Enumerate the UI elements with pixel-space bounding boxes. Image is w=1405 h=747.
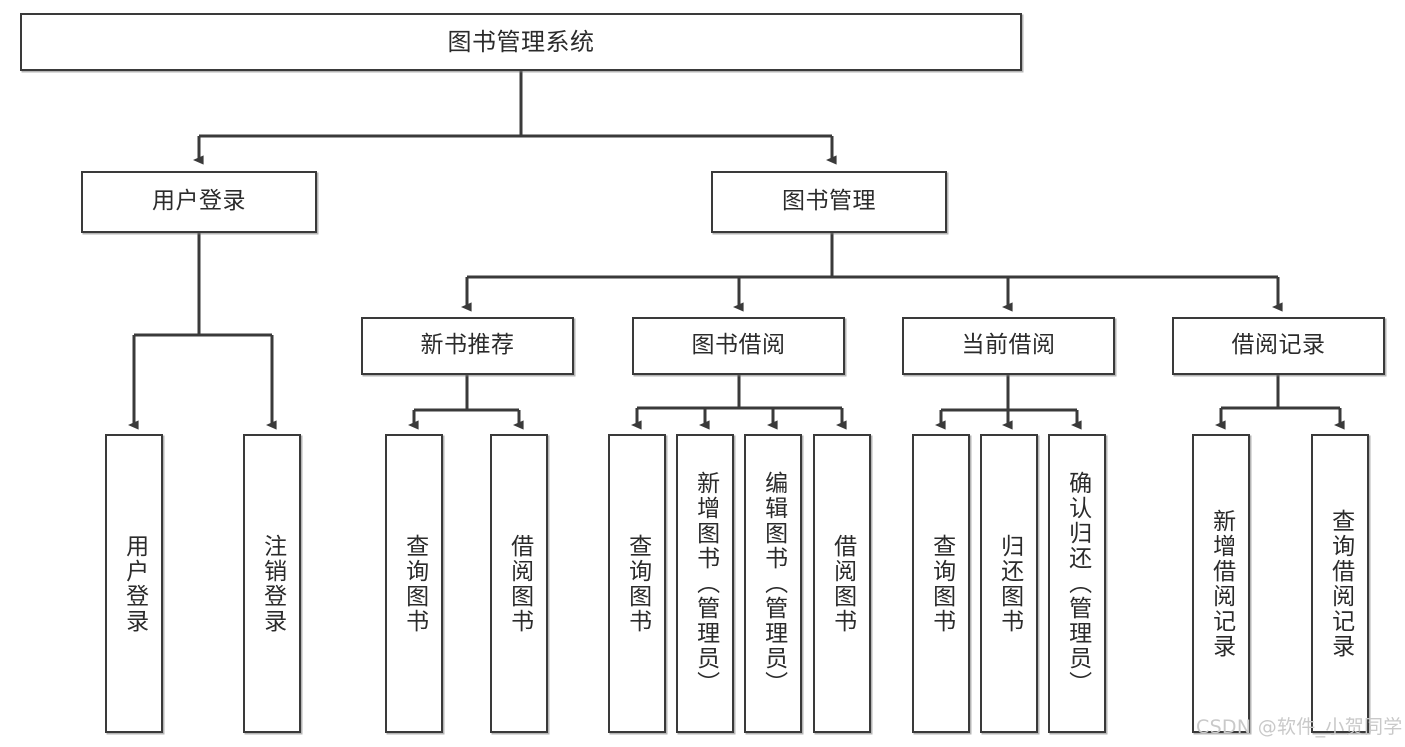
node-leaf-query-books-borrow[interactable]: 查询图书 [608,434,666,733]
node-leaf-return-books[interactable]: 归还图书 [980,434,1038,733]
node-label: 归还图书 [996,533,1023,634]
node-label: 借阅图书 [506,533,533,634]
watermark-text: CSDN @软件_小贺同学 [1196,716,1403,738]
node-root-book-management-system[interactable]: 图书管理系统 [20,13,1022,71]
node-label: 借阅图书 [829,533,856,634]
node-label: 新增图书（管理员） [692,471,719,696]
node-leaf-query-books-recommend[interactable]: 查询图书 [385,434,443,733]
node-label: 查询图书 [624,533,651,634]
node-label: 新书推荐 [420,332,515,359]
csdn-watermark: CSDN @软件_小贺同学 [1196,712,1403,739]
node-leaf-query-borrow-record[interactable]: 查询借阅记录 [1311,434,1369,733]
node-label: 当前借阅 [961,332,1056,359]
node-leaf-logout[interactable]: 注销登录 [243,434,301,733]
node-leaf-edit-book-admin[interactable]: 编辑图书（管理员） [744,434,802,733]
node-label: 借阅记录 [1231,332,1326,359]
node-label: 查询图书 [928,533,955,634]
node-user-login[interactable]: 用户登录 [81,171,317,233]
node-label: 图书管理 [782,188,876,215]
node-label: 查询图书 [401,533,428,634]
node-label: 用户登录 [152,188,246,215]
node-label: 确认归还（管理员） [1064,471,1091,696]
node-label: 新增借阅记录 [1208,508,1235,659]
node-leaf-add-borrow-record[interactable]: 新增借阅记录 [1192,434,1250,733]
node-current-borrowing[interactable]: 当前借阅 [902,317,1115,375]
node-label: 编辑图书（管理员） [760,471,787,696]
node-book-management[interactable]: 图书管理 [711,171,947,233]
node-leaf-confirm-return-admin[interactable]: 确认归还（管理员） [1048,434,1106,733]
node-label: 图书管理系统 [447,27,595,56]
node-leaf-borrow-books-recommend[interactable]: 借阅图书 [490,434,548,733]
node-leaf-add-book-admin[interactable]: 新增图书（管理员） [676,434,734,733]
node-book-borrowing[interactable]: 图书借阅 [632,317,845,375]
node-borrowing-record[interactable]: 借阅记录 [1172,317,1385,375]
node-label: 图书借阅 [691,332,786,359]
node-label: 用户登录 [121,533,148,634]
node-new-book-recommendation[interactable]: 新书推荐 [361,317,574,375]
node-leaf-query-books-current[interactable]: 查询图书 [912,434,970,733]
node-leaf-user-login[interactable]: 用户登录 [105,434,163,733]
node-label: 注销登录 [259,533,286,634]
node-leaf-borrow-books[interactable]: 借阅图书 [813,434,871,733]
node-label: 查询借阅记录 [1327,508,1354,659]
